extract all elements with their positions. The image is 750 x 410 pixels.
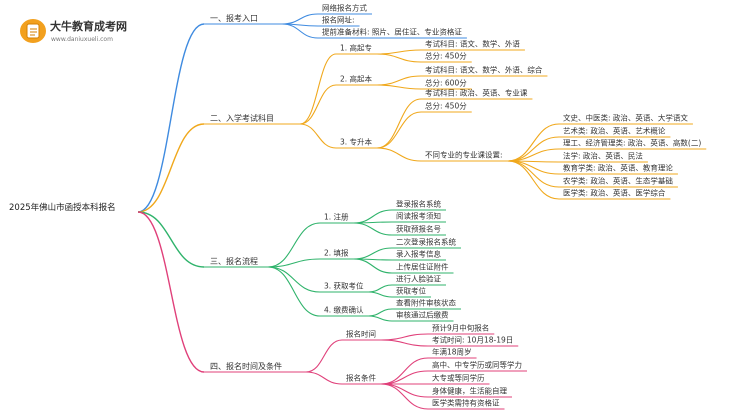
detail-connector: [377, 53, 422, 63]
detail-connector: [377, 111, 422, 149]
root-topic: 2025年佛山市函授本科报名: [9, 202, 116, 213]
detail-item: 考试科目: 政治、英语、专业课: [425, 88, 528, 98]
detail-item: 预计9月中旬报名: [432, 323, 489, 333]
detail-connector: [380, 333, 429, 341]
detail-connector: [380, 370, 429, 385]
detail-item: 高中、中专学历或同等学力: [432, 360, 522, 370]
subtopic-connector: [267, 266, 321, 293]
detail-connector: [377, 147, 422, 162]
branch-topic: 一、报考入口: [210, 13, 258, 23]
detail-item: 医学类需持有资格证: [432, 398, 500, 408]
detail-item: 二次登录报名系统: [396, 237, 456, 247]
logo-title: 大牛教育成考网: [50, 19, 127, 33]
subtopic-connector: [299, 84, 337, 125]
subtopic-connector: [299, 53, 337, 125]
leaf-item: 教育学类: 政治、英语、教育理论: [563, 163, 673, 173]
subtopic-connector: [281, 23, 319, 39]
detail-connector: [353, 209, 393, 224]
branch-topic: 三、报名流程: [210, 256, 258, 266]
detail-connector: [353, 222, 393, 236]
detail-connector: [368, 291, 393, 298]
detail-item: 考试时间: 10月18-19日: [432, 335, 513, 345]
detail-connector: [380, 383, 429, 410]
detail-connector: [377, 84, 422, 90]
subtopic-connector: [281, 13, 319, 25]
detail-item: 身体健康，生活能自理: [432, 386, 507, 396]
connector-layer: [137, 13, 707, 410]
subtopic: 1. 注册: [324, 212, 349, 222]
logo-subtitle: www.daniuxueli.com: [51, 36, 113, 43]
subtopic: 报名时间: [346, 329, 376, 339]
subtopic-connector: [267, 222, 321, 268]
leaf-item: 文史、中医类: 政治、英语、大学语文: [563, 113, 688, 123]
detail-item: 总分: 450分: [425, 101, 467, 111]
detail-connector: [368, 308, 393, 317]
detail-connector: [368, 284, 393, 293]
leaf-connector: [507, 160, 560, 175]
logo: 大牛教育成考网 www.daniuxueli.com: [20, 19, 127, 43]
detail-item: 进行人脸验证: [396, 274, 441, 284]
subtopic: 2. 填报: [324, 248, 349, 258]
subtopic: 报名网址:: [322, 15, 355, 25]
subtopic-connector: [305, 339, 343, 373]
leaf-item: 艺术类: 政治、英语、艺术概论: [563, 126, 666, 136]
detail-connector: [377, 75, 422, 86]
branch-connector: [137, 23, 205, 213]
subtopic: 3. 获取考位: [324, 281, 364, 291]
detail-connector: [353, 258, 393, 274]
subtopic: 网络报名方式: [322, 3, 367, 13]
detail-item: 阅读报考须知: [396, 211, 441, 221]
detail-item: 总分: 600分: [425, 78, 467, 88]
detail-item: 登录报名系统: [396, 199, 441, 209]
subtopic: 1. 高起专: [340, 43, 372, 53]
detail-item: 获取预报名号: [396, 224, 441, 234]
subtopic-connector: [267, 258, 321, 268]
subtopic-connector: [299, 123, 337, 149]
subtopic: 3. 专升本: [340, 137, 373, 147]
logo-icon: [20, 19, 46, 43]
detail-connector: [380, 339, 429, 347]
detail-item: 获取考位: [396, 286, 426, 296]
subtopic: 提前准备材料: 照片、居住证、专业资格证: [322, 27, 462, 37]
leaf-item: 农学类: 政治、英语、生态学基础: [563, 176, 673, 186]
branch-connector: [137, 123, 205, 213]
branch-connector: [137, 211, 205, 268]
subtopic: 4. 缴费确认: [324, 305, 364, 315]
leaf-item: 医学类: 政治、英语、医学综合: [563, 188, 666, 198]
branch-topic: 二、入学考试科目: [210, 113, 274, 123]
detail-item: 大专或等同学历: [432, 373, 485, 383]
subtopic: 报名条件: [346, 373, 376, 383]
subtopic-connector: [305, 371, 343, 385]
subtopic: 2. 高起本: [340, 74, 373, 84]
detail-item: 考试科目: 语文、数学、外语: [425, 39, 520, 49]
branch-connector: [137, 211, 205, 373]
detail-item: 考试科目: 语文、数学、外语、综合: [425, 65, 543, 75]
detail-item: 年满18周岁: [432, 347, 472, 357]
leaf-item: 理工、经济管理类: 政治、英语、高数(二): [563, 138, 701, 148]
detail-connector: [368, 315, 393, 322]
detail-connector: [377, 49, 422, 55]
detail-item: 审核通过后缴费: [396, 310, 449, 320]
branch-topic: 四、报名时间及条件: [210, 361, 282, 371]
leaf-connector: [507, 160, 560, 200]
detail-connector: [376, 98, 422, 149]
detail-connector: [353, 247, 393, 260]
detail-item: 查看附件审核状态: [396, 298, 456, 308]
detail-item: 不同专业的专业课设置:: [425, 150, 503, 160]
detail-item: 录入报考信息: [396, 249, 441, 259]
subtopic-connector: [267, 266, 321, 317]
leaf-item: 法学: 政治、英语、民法: [563, 151, 643, 161]
detail-item: 上传居住证附件: [396, 262, 449, 272]
detail-item: 总分: 450分: [425, 51, 467, 61]
detail-connector: [380, 383, 429, 398]
